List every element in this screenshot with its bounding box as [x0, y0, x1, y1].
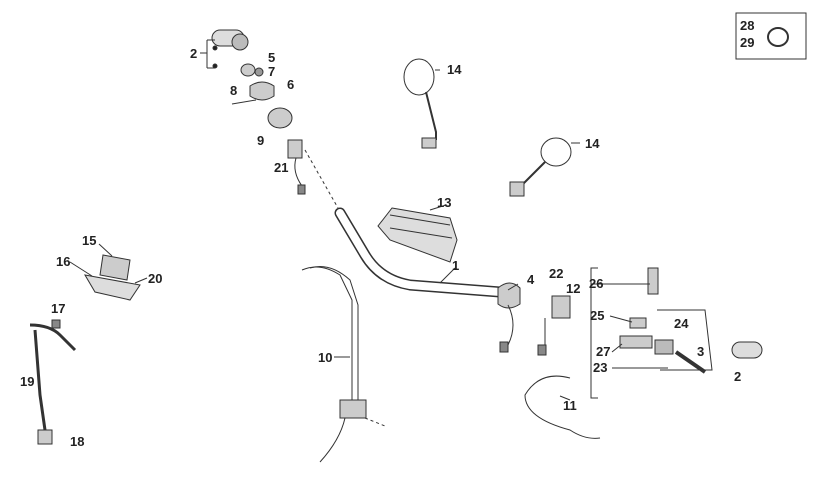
label-21: 21 [274, 160, 288, 175]
label-27: 27 [596, 344, 610, 359]
callout-labels: 2 5 7 6 8 9 21 14 14 13 1 4 22 12 26 25 … [20, 46, 741, 449]
label-6: 6 [287, 77, 294, 92]
left-grip-assembly [211, 29, 306, 195]
label-7: 7 [268, 64, 275, 79]
legend-box: 28 29 [735, 12, 807, 60]
label-26: 26 [589, 276, 603, 291]
bracket-2 [200, 39, 218, 69]
right-switch-housing [497, 282, 521, 353]
label-2-left: 2 [190, 46, 197, 61]
label-18: 18 [70, 434, 84, 449]
leader-lines [69, 69, 668, 401]
label-12: 12 [566, 281, 580, 296]
mirror-left [403, 58, 437, 149]
label-8: 8 [230, 83, 237, 98]
label-28: 28 [740, 18, 754, 33]
label-25: 25 [590, 308, 604, 323]
label-17: 17 [51, 301, 65, 316]
label-24: 24 [674, 316, 689, 331]
throttle-cables [301, 266, 386, 463]
label-2-right: 2 [734, 369, 741, 384]
label-15: 15 [82, 233, 96, 248]
ring-clamp-icon [767, 27, 789, 47]
label-20: 20 [148, 271, 162, 286]
bracket-group-right [590, 267, 713, 399]
label-13: 13 [437, 195, 451, 210]
brake-hose [524, 375, 601, 439]
mirror-right [509, 137, 572, 197]
label-11: 11 [563, 398, 577, 413]
label-3: 3 [697, 344, 704, 359]
label-19: 19 [20, 374, 34, 389]
left-lower-assembly [29, 254, 141, 445]
label-1: 1 [452, 258, 459, 273]
label-5: 5 [268, 50, 275, 65]
label-29: 29 [740, 35, 754, 50]
instrument-cover [377, 207, 458, 263]
handlebar [304, 149, 506, 298]
label-16: 16 [56, 254, 70, 269]
label-23: 23 [593, 360, 607, 375]
right-grip [731, 341, 763, 359]
label-4: 4 [527, 272, 535, 287]
label-14-right: 14 [585, 136, 600, 151]
label-10: 10 [318, 350, 332, 365]
label-9: 9 [257, 133, 264, 148]
label-14-top: 14 [447, 62, 462, 77]
brake-lever-assembly [537, 267, 707, 374]
label-22: 22 [549, 266, 563, 281]
